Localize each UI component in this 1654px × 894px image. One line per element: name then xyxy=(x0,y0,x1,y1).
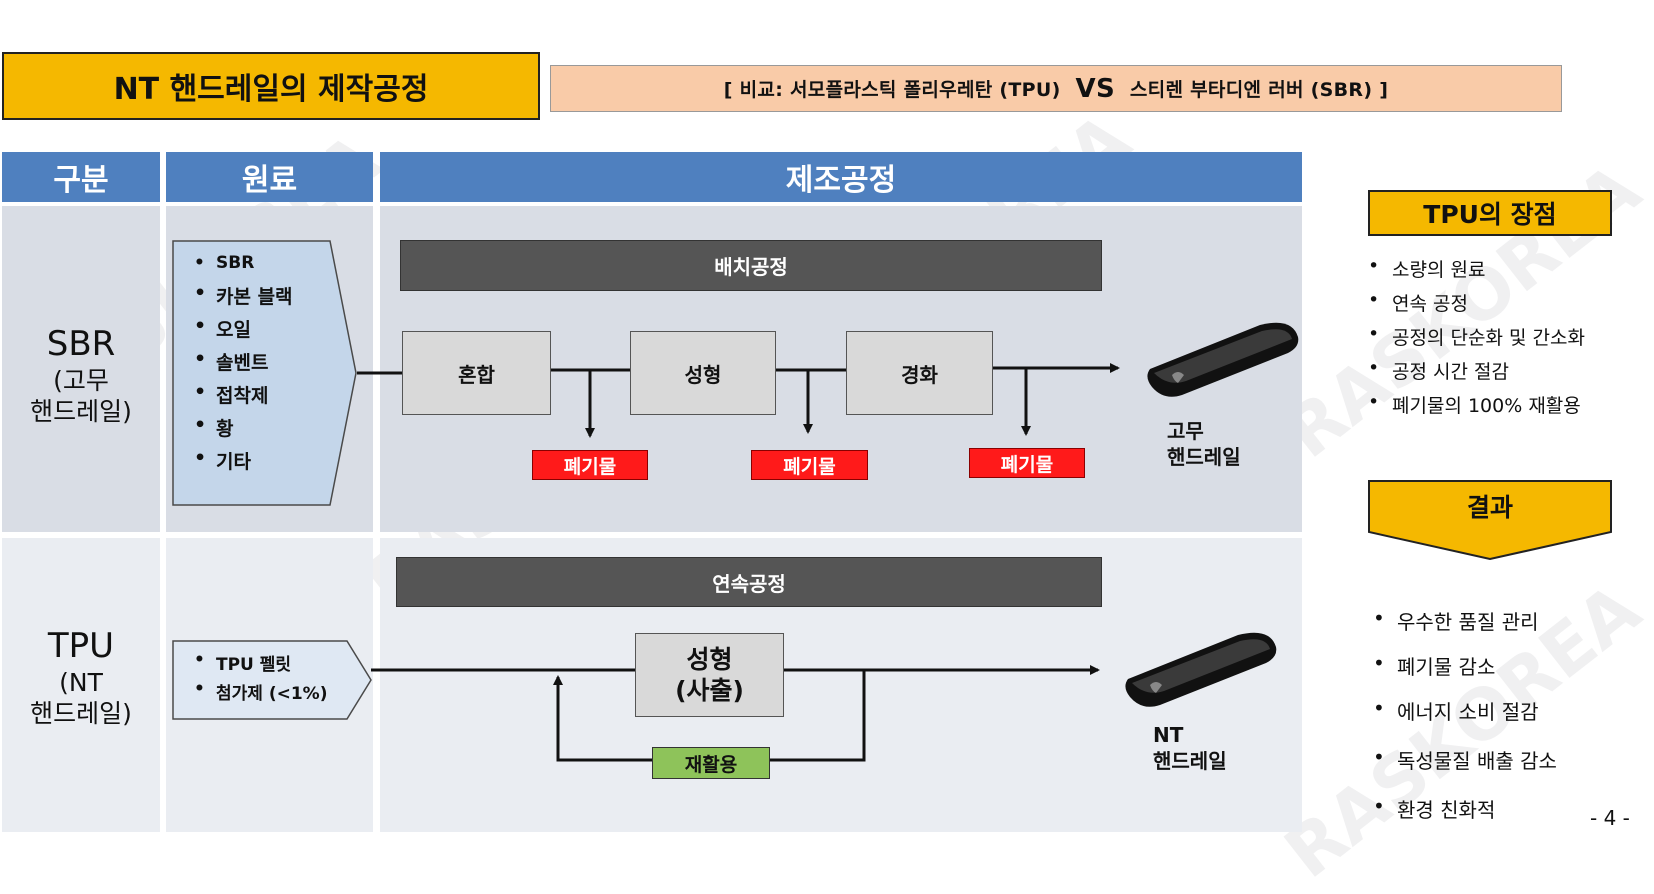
comparison-banner: [ 비교: 서모플라스틱 폴리우레탄 (TPU) VS 스티렌 부타디엔 러버 … xyxy=(550,65,1562,112)
process-step-molding: 성형 xyxy=(630,331,776,415)
results-title: 결과 xyxy=(1466,493,1513,522)
material-item: 카본 블랙 xyxy=(194,282,292,309)
product-label-line2: 핸드레일 xyxy=(1167,445,1241,469)
sbr-sub2: 핸드레일) xyxy=(30,397,132,427)
sbr-sub1: (고무 xyxy=(53,366,109,395)
nt-handrail-icon xyxy=(1125,632,1277,707)
process-step-injection-molding: 성형 (사출) xyxy=(635,633,784,717)
advantage-item: 연속 공정 xyxy=(1368,289,1585,316)
results-arrow-shape xyxy=(1368,480,1612,560)
process-step-mixing: 혼합 xyxy=(402,331,551,415)
material-item: TPU 펠릿 xyxy=(194,650,327,675)
sbr-category-cell xyxy=(2,206,160,532)
sbr-materials-list: SBR 카본 블랙 오일 솔벤트 접착제 황 기타 xyxy=(194,253,293,474)
result-item: 에너지 소비 절감 xyxy=(1373,696,1557,725)
material-item: 첨가제 (<1%) xyxy=(194,679,328,704)
comparison-left: [ 비교: 서모플라스틱 폴리우레탄 (TPU) xyxy=(723,79,1068,101)
results-list: 우수한 품질 관리 폐기물 감소 에너지 소비 절감 독성물질 배출 감소 환경… xyxy=(1373,606,1557,823)
header-category: 구분 xyxy=(2,152,160,202)
advantage-item: 공정 시간 절감 xyxy=(1368,357,1585,384)
tpu-sub1: (NT xyxy=(59,668,103,697)
continuous-process-bar: 연속공정 xyxy=(396,557,1102,607)
injection-step-line2: (사출) xyxy=(675,676,744,705)
tpu-materials-box: TPU 펠릿 첨가제 (<1%) xyxy=(172,640,372,720)
waste-box: 폐기물 xyxy=(969,448,1085,478)
rubber-handrail-icon xyxy=(1147,322,1299,397)
material-item: 솔벤트 xyxy=(194,348,293,375)
comparison-vs: VS xyxy=(1075,73,1115,104)
sbr-label: SBR xyxy=(46,323,116,364)
material-item: 기타 xyxy=(194,447,293,474)
product-label-line1: 고무 xyxy=(1167,419,1204,443)
comparison-right: 스티렌 부타디엔 러버 (SBR) ] xyxy=(1122,79,1389,101)
recycle-box: 재활용 xyxy=(652,747,770,779)
tpu-row-label: TPU (NT 핸드레일) xyxy=(2,612,160,742)
rubber-handrail-label: 고무 핸드레일 xyxy=(1167,418,1277,470)
waste-box: 폐기물 xyxy=(532,450,648,480)
result-item: 우수한 품질 관리 xyxy=(1373,606,1557,635)
flow-arrows xyxy=(357,363,1120,762)
advantage-item: 폐기물의 100% 재활용 xyxy=(1368,391,1585,418)
material-item: 접착제 xyxy=(194,381,293,408)
advantages-title: TPU의 장점 xyxy=(1368,190,1612,236)
waste-box: 폐기물 xyxy=(751,450,868,480)
page-title: NT 핸드레일의 제작공정 xyxy=(2,52,540,120)
header-process: 제조공정 xyxy=(380,152,1302,202)
result-item: 독성물질 배출 감소 xyxy=(1373,745,1557,774)
sbr-materials-box: SBR 카본 블랙 오일 솔벤트 접착제 황 기타 xyxy=(172,240,357,506)
material-item: SBR xyxy=(194,253,293,273)
injection-step-line1: 성형 xyxy=(686,644,733,674)
tpu-label: TPU xyxy=(47,625,115,666)
material-item: 오일 xyxy=(194,315,293,342)
advantage-item: 공정의 단순화 및 간소화 xyxy=(1368,323,1585,350)
result-item: 환경 친화적 xyxy=(1373,794,1557,823)
sbr-row-label: SBR (고무 핸드레일) xyxy=(2,310,160,440)
process-step-curing: 경화 xyxy=(846,331,993,415)
advantage-item: 소량의 원료 xyxy=(1368,255,1585,282)
header-material: 원료 xyxy=(166,152,373,202)
tpu-materials-list: TPU 펠릿 첨가제 (<1%) xyxy=(194,650,328,704)
product-label-line1: NT xyxy=(1153,723,1184,747)
tpu-sub2: 핸드레일) xyxy=(30,699,132,729)
result-item: 폐기물 감소 xyxy=(1373,651,1557,680)
material-item: 황 xyxy=(194,414,293,441)
product-label-line2: 핸드레일 xyxy=(1153,749,1227,773)
nt-handrail-label: NT 핸드레일 xyxy=(1153,722,1263,774)
batch-process-bar: 배치공정 xyxy=(400,240,1102,291)
results-title-box: 결과 xyxy=(1368,480,1612,560)
advantages-list: 소량의 원료 연속 공정 공정의 단순화 및 간소화 공정 시간 절감 폐기물의… xyxy=(1368,255,1585,418)
tpu-category-cell xyxy=(2,538,160,832)
page-number: - 4 - xyxy=(1590,806,1630,830)
